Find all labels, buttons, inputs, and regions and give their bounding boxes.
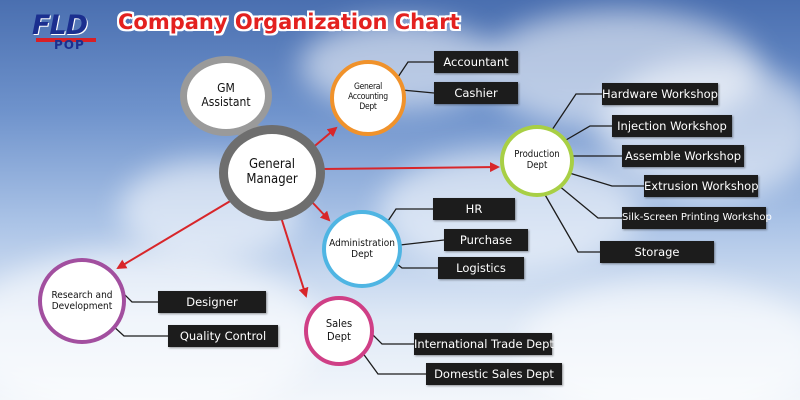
box-designer: Designer xyxy=(158,291,266,313)
box-injection-workshop: Injection Workshop xyxy=(612,115,732,137)
node-administration: Administration Dept xyxy=(322,210,402,288)
arrow-to-production xyxy=(321,162,500,173)
company-logo: FLD POP xyxy=(32,10,102,54)
logo-main-text: FLD xyxy=(32,10,88,41)
box-domestic-sales: Domestic Sales Dept xyxy=(426,363,562,385)
box-international-trade: International Trade Dept xyxy=(414,333,554,355)
box-logistics: Logistics xyxy=(438,257,524,279)
arrow-to-sales xyxy=(279,213,309,298)
node-gm-assistant: GM Assistant xyxy=(180,56,272,136)
node-general-accounting-label: General Accounting Dept xyxy=(348,82,388,112)
node-research: Research and Development xyxy=(38,258,126,344)
arrow-to-administration xyxy=(311,201,331,222)
node-administration-label: Administration Dept xyxy=(329,237,395,261)
box-hr: HR xyxy=(433,198,515,220)
node-production-label: Production Dept xyxy=(514,149,560,171)
box-storage: Storage xyxy=(600,241,714,263)
node-general-accounting: General Accounting Dept xyxy=(330,60,406,136)
node-general-manager: General Manager xyxy=(219,125,325,221)
node-production: Production Dept xyxy=(500,125,574,197)
node-gm-assistant-label: GM Assistant xyxy=(201,81,251,109)
production-branches xyxy=(543,93,644,253)
arrow-to-research xyxy=(116,199,233,270)
node-sales-label: Sales Dept xyxy=(325,317,353,343)
node-general-manager-label: General Manager xyxy=(246,157,298,187)
page-title: Company Organization Chart xyxy=(118,10,460,34)
box-purchase: Purchase xyxy=(444,229,528,251)
node-sales: Sales Dept xyxy=(304,296,374,366)
box-hardware-workshop: Hardware Workshop xyxy=(602,83,718,105)
logo-underline xyxy=(36,38,96,42)
box-assemble-workshop: Assemble Workshop xyxy=(622,145,744,167)
box-silk-screen-workshop: Silk-Screen Printing Workshop xyxy=(622,207,772,229)
node-research-label: Research and Development xyxy=(51,289,113,313)
logo-sub-text: POP xyxy=(54,38,85,52)
accounting-branches xyxy=(395,61,435,94)
box-extrusion-workshop: Extrusion Workshop xyxy=(644,175,759,197)
box-cashier: Cashier xyxy=(434,82,518,104)
cloud-decoration xyxy=(520,280,800,400)
box-quality-control: Quality Control xyxy=(168,325,278,347)
box-accountant: Accountant xyxy=(434,51,518,73)
